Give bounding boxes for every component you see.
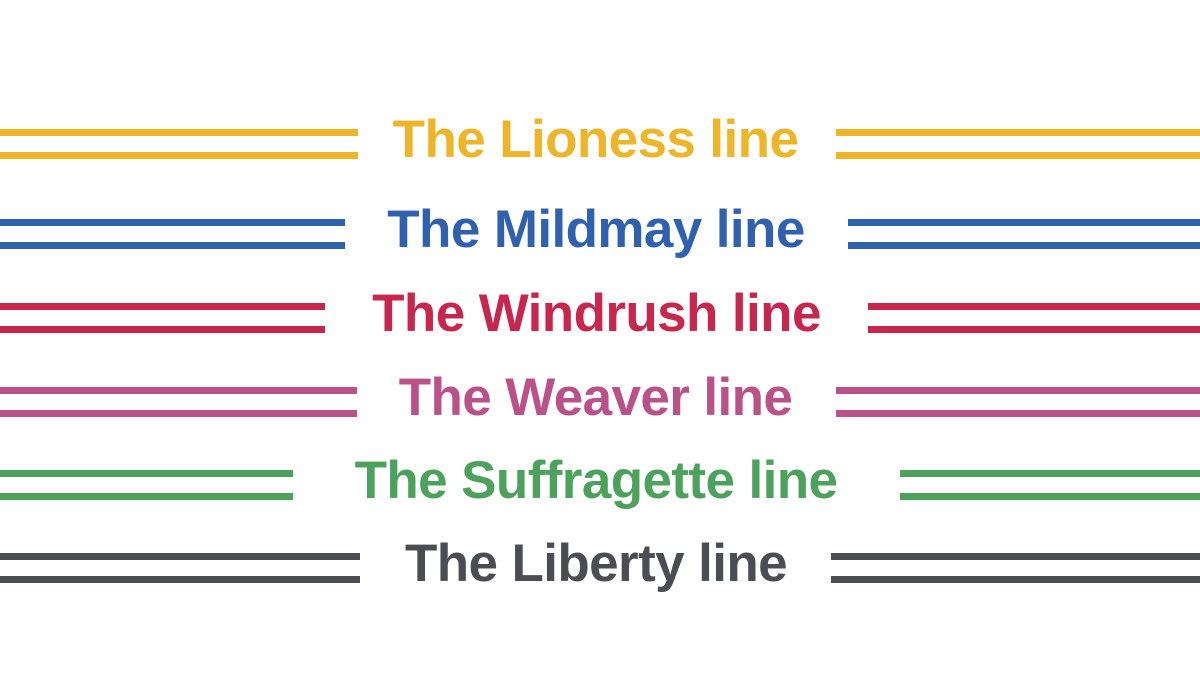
double-rule-left [0,215,345,249]
line-name-label: The Liberty line [404,534,788,593]
double-rule-left [0,299,325,333]
line-name-label: The Mildmay line [387,200,805,259]
double-rule-right [836,383,1200,417]
line-row-weaver: The Weaver line [0,368,1200,428]
double-rule-right [900,466,1200,500]
line-name-label: The Windrush line [372,284,821,343]
double-rule-left [0,125,358,159]
line-name-label: The Lioness line [392,110,799,169]
line-row-lioness: The Lioness line [0,110,1200,170]
line-row-mildmay: The Mildmay line [0,200,1200,260]
double-rule-right [868,299,1200,333]
line-name-label: The Suffragette line [354,451,838,510]
double-rule-right [848,215,1200,249]
line-row-suffragette: The Suffragette line [0,451,1200,511]
double-rule-left [0,549,360,583]
double-rule-right [836,125,1200,159]
line-name-label: The Weaver line [398,368,793,427]
double-rule-left [0,383,357,417]
line-row-liberty: The Liberty line [0,534,1200,594]
double-rule-right [831,549,1200,583]
double-rule-left [0,466,293,500]
line-row-windrush: The Windrush line [0,284,1200,344]
